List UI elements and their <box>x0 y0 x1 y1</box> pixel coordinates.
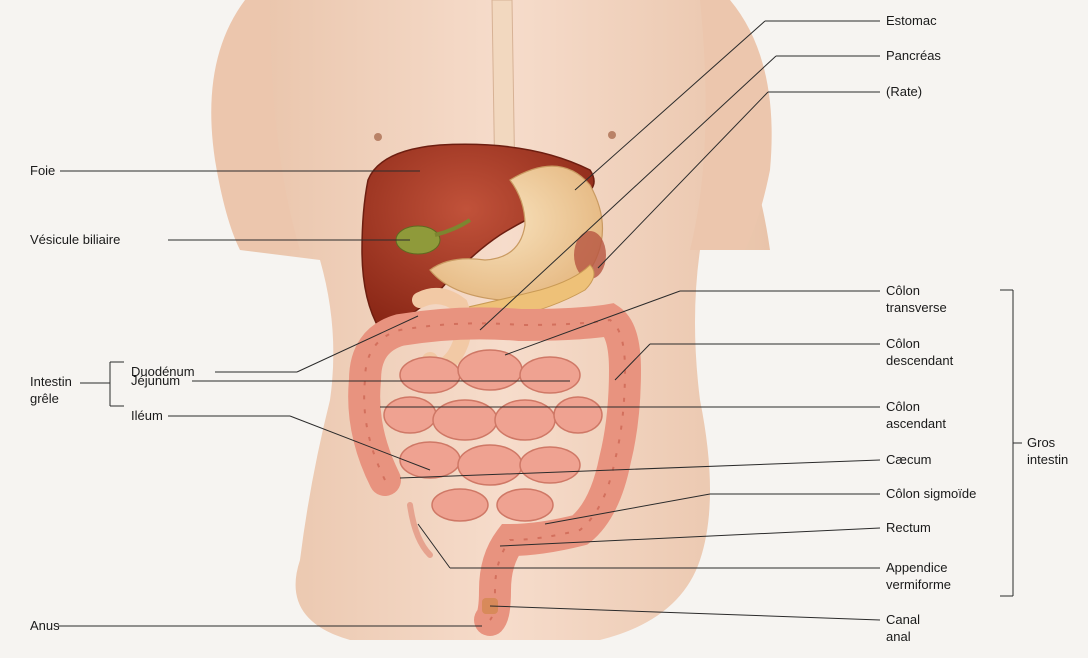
label-intestin-grele-line2: grêle <box>30 391 59 407</box>
label-gros-intestin-line1: Gros <box>1027 435 1055 451</box>
label-canal-anal-line2: anal <box>886 629 911 645</box>
label-colon-sigmoide: Côlon sigmoïde <box>886 486 976 502</box>
label-colon-transverse-line2: transverse <box>886 300 947 316</box>
label-appendice-line2: vermiforme <box>886 577 951 593</box>
label-canal-anal-line1: Canal <box>886 612 920 628</box>
label-pancreas: Pancréas <box>886 48 941 64</box>
label-intestin-grele-line1: Intestin <box>30 374 72 390</box>
label-colon-descendant-line2: descendant <box>886 353 953 369</box>
label-estomac: Estomac <box>886 13 937 29</box>
label-colon-descendant-line1: Côlon <box>886 336 920 352</box>
label-colon-ascendant-line2: ascendant <box>886 416 946 432</box>
label-foie: Foie <box>30 163 55 179</box>
label-caecum: Cæcum <box>886 452 932 468</box>
label-appendice-line1: Appendice <box>886 560 947 576</box>
label-colon-transverse-line1: Côlon <box>886 283 920 299</box>
label-colon-ascendant-line1: Côlon <box>886 399 920 415</box>
label-rectum: Rectum <box>886 520 931 536</box>
label-rate: (Rate) <box>886 84 922 100</box>
label-anus: Anus <box>30 618 60 634</box>
label-jejunum: Jéjunum <box>131 373 180 389</box>
label-ileum: Iléum <box>131 408 163 424</box>
label-gros-intestin-line2: intestin <box>1027 452 1068 468</box>
label-vesicule-biliaire: Vésicule biliaire <box>30 232 120 248</box>
